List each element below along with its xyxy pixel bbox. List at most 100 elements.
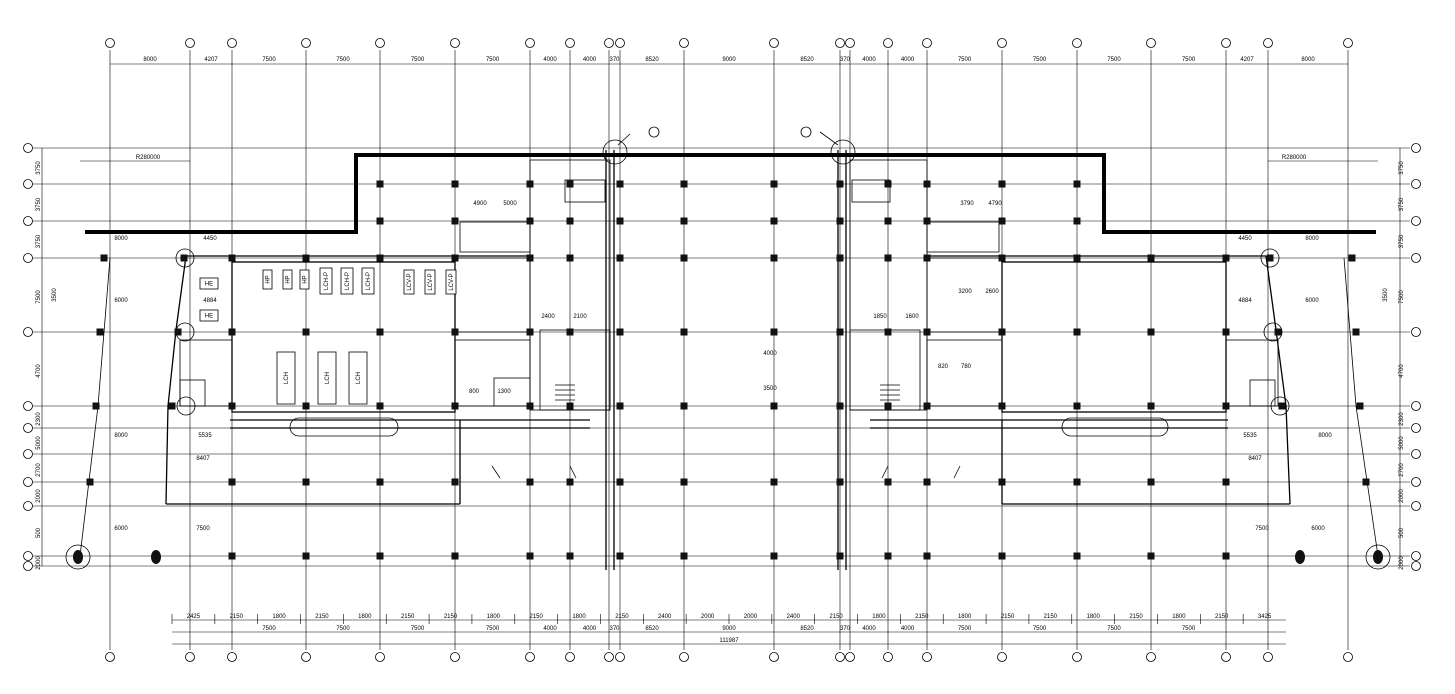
top-dimension-text: 7500 <box>336 57 350 63</box>
bottom-dimension-text: 2425 <box>187 614 201 620</box>
column <box>451 552 459 560</box>
bottom-dimension-text: 2000 <box>744 614 758 620</box>
column <box>680 552 688 560</box>
right-dimension-text: 2700 <box>1399 463 1405 477</box>
top-dimension-text: 8520 <box>800 57 814 63</box>
bottom-dimension-text: 1800 <box>1172 614 1186 620</box>
grid-bubble-bottom <box>1343 652 1353 662</box>
equipment-label: HP <box>266 275 272 283</box>
grid-bubble-top <box>835 38 845 48</box>
top-dimension-text: 4207 <box>1240 57 1254 63</box>
bottom-dimension-text: 2400 <box>787 614 801 620</box>
right-dimension-text: 2000 <box>1399 556 1405 570</box>
column <box>836 402 844 410</box>
column <box>86 478 94 486</box>
column <box>302 254 310 262</box>
column <box>376 254 384 262</box>
column <box>836 552 844 560</box>
dimension-text: 3790 <box>960 201 974 207</box>
top-dimension-text: 7500 <box>958 57 972 63</box>
column <box>228 402 236 410</box>
dimension-text: 4000 <box>763 351 777 357</box>
column <box>836 217 844 225</box>
walls <box>65 126 1391 570</box>
equipment-label: LCH-P <box>345 272 351 290</box>
stair-left <box>555 384 575 401</box>
dimension-text: 4884 <box>203 298 217 304</box>
column <box>526 328 534 336</box>
dimension-text: 7500 <box>196 526 210 532</box>
top-dimension-text: 4000 <box>543 57 557 63</box>
column <box>1266 254 1274 262</box>
column <box>376 328 384 336</box>
grid-bubble-top <box>105 38 115 48</box>
dimension-text: 4790 <box>988 201 1002 207</box>
top-dimension-text: 8000 <box>1301 57 1315 63</box>
right-dimension-text: 3500 <box>1383 288 1389 302</box>
column <box>1147 402 1155 410</box>
column <box>526 552 534 560</box>
dimension-text: 780 <box>961 364 972 370</box>
column <box>302 478 310 486</box>
grid-bubble-top <box>997 38 1007 48</box>
grid-bubble-top <box>679 38 689 48</box>
equipment-unit <box>299 269 310 290</box>
right-dimension-text: 2000 <box>1399 489 1405 503</box>
grid-bubble-left <box>23 216 33 226</box>
column <box>884 402 892 410</box>
equipment-label: HP <box>303 275 309 283</box>
left-dimension-text: 2000 <box>36 489 42 503</box>
grid-bubble-right <box>1411 179 1421 189</box>
bottom-dimension-text: 7500 <box>262 626 276 632</box>
grid-bubble-top <box>1221 38 1231 48</box>
column-round <box>151 550 161 564</box>
column <box>1073 180 1081 188</box>
dimension-text: 5535 <box>198 433 212 439</box>
column <box>566 328 574 336</box>
column <box>526 180 534 188</box>
column <box>770 328 778 336</box>
column <box>923 478 931 486</box>
column <box>451 254 459 262</box>
column <box>1222 402 1230 410</box>
equipment-label: HP <box>286 275 292 283</box>
column <box>770 478 778 486</box>
right-dimension-text: 500 <box>1399 527 1405 538</box>
grid-bubble-bottom <box>525 652 535 662</box>
bottom-dimension-text: 4000 <box>901 626 915 632</box>
dimension-text: 8407 <box>196 456 210 462</box>
column <box>566 217 574 225</box>
dimension-text: 800 <box>469 389 480 395</box>
top-dimension-text: 7500 <box>411 57 425 63</box>
column <box>526 254 534 262</box>
column <box>92 402 100 410</box>
column <box>998 328 1006 336</box>
column <box>1147 478 1155 486</box>
grid-bubble-right <box>1411 423 1421 433</box>
column <box>1073 478 1081 486</box>
bottom-dimension-text: 1800 <box>1087 614 1101 620</box>
top-dimension-text: 9000 <box>722 57 736 63</box>
equipment-label: LCH <box>325 372 331 384</box>
column <box>228 552 236 560</box>
column <box>770 552 778 560</box>
column <box>302 402 310 410</box>
grid-bubble-left <box>23 561 33 571</box>
bottom-dimension-text: 2150 <box>1044 614 1058 620</box>
column <box>616 478 624 486</box>
column <box>770 402 778 410</box>
column <box>923 180 931 188</box>
top-dimension-text: 7500 <box>486 57 500 63</box>
grid-bubble-top <box>525 38 535 48</box>
equipment-unit <box>199 309 219 322</box>
bottom-dimension-text: 7500 <box>486 626 500 632</box>
column <box>616 254 624 262</box>
corridor-marker-right <box>1061 417 1169 437</box>
grid-bubble-bottom <box>1263 652 1273 662</box>
corridor-marker-left <box>289 417 399 437</box>
dimension-text: 8000 <box>1305 236 1319 242</box>
column <box>1222 478 1230 486</box>
column <box>836 180 844 188</box>
column <box>566 180 574 188</box>
